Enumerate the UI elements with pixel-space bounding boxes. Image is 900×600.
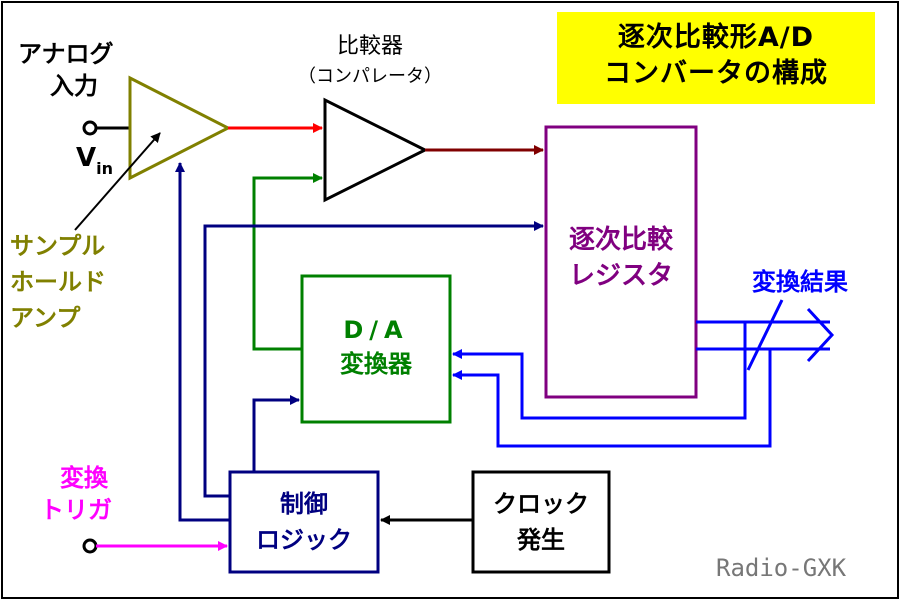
clock-label-line-2: 発生 [517, 526, 565, 554]
trigger-label-line-2: トリガ [40, 496, 112, 524]
trigger-label-line-1: 変換 [60, 464, 108, 492]
trigger-label: 変換 トリガ [40, 462, 112, 526]
comparator-label-line-1: 比較器 [336, 34, 403, 59]
sample-hold-label-line-2: ホールド [10, 268, 106, 296]
feedback-wire-2 [452, 349, 772, 448]
analog-input-terminal [82, 120, 98, 136]
sample-hold-label-line-3: アンプ [10, 304, 81, 332]
feedback-wire-1 [452, 322, 747, 420]
control-label-line-1: 制御 [280, 490, 328, 518]
sar-label-line-2: レジスタ [568, 261, 673, 291]
analog-input-label-line-1: アナログ [18, 40, 114, 68]
dac-label-line-2: 変換器 [340, 350, 412, 378]
dac-label-line-1: D/A [343, 316, 409, 344]
control-label-line-2: ロジック [256, 526, 352, 554]
sample-hold-label-line-1: サンプル [10, 232, 106, 260]
clock-box [471, 470, 611, 574]
comparator-label-line-2: （コンパレータ） [298, 66, 442, 87]
sar-box [544, 125, 698, 399]
dac-label: D/A 変換器 [302, 313, 450, 381]
result-label: 変換結果 [752, 262, 848, 297]
analog-input-label-line-2: 入力 [50, 72, 98, 100]
dac-box [300, 274, 452, 424]
comparator-label: 比較器 （コンパレータ） [270, 32, 470, 92]
title-box: 逐次比較形A/D コンバータの構成 [557, 12, 875, 104]
control-to-sample-hold-wire [175, 162, 230, 522]
vin-label: Vin [76, 143, 113, 178]
title-line-2: コンバータの構成 [604, 58, 828, 89]
result-label-text: 変換結果 [752, 268, 848, 296]
sample-hold-pointer [74, 132, 161, 231]
control-to-dac-wire [252, 395, 300, 472]
watermark: Radio-GXK [716, 554, 847, 582]
clock-label: クロック 発生 [473, 486, 609, 558]
sample-hold-amp [128, 75, 232, 181]
title-line-1: 逐次比較形A/D [617, 22, 815, 53]
result-bus-arrowhead [806, 307, 835, 363]
dac-to-comparator-wire [252, 173, 323, 351]
result-bus-slash [746, 299, 784, 371]
vin-main: V [76, 143, 97, 173]
sample-hold-label: サンプル ホールド アンプ [10, 228, 106, 336]
comparator [323, 97, 429, 203]
control-box [228, 470, 380, 574]
control-label: 制御 ロジック [230, 486, 378, 558]
clock-label-line-1: クロック [493, 490, 589, 518]
sar-label-line-1: 逐次比較 [568, 225, 673, 255]
analog-input-label: アナログ 入力 [18, 38, 114, 102]
trigger-terminal [82, 538, 98, 554]
control-to-sar-wire [203, 221, 544, 498]
vin-sub: in [96, 159, 113, 178]
sar-label: 逐次比較 レジスタ [546, 222, 696, 294]
